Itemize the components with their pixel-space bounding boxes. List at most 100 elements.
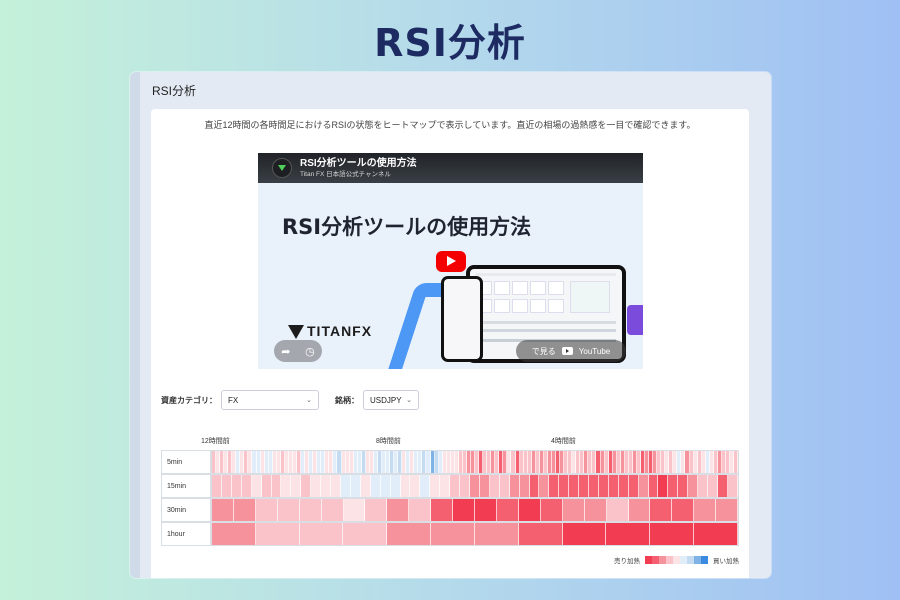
heatmap-cell[interactable]	[325, 451, 330, 473]
heatmap-cell[interactable]	[317, 451, 322, 473]
heatmap-cell[interactable]	[236, 451, 241, 473]
heatmap-cell[interactable]	[231, 475, 242, 497]
heatmap-cell[interactable]	[268, 451, 273, 473]
heatmap-cell[interactable]	[350, 475, 361, 497]
heatmap-cell[interactable]	[398, 451, 403, 473]
heatmap-cell[interactable]	[252, 451, 257, 473]
heatmap-cell[interactable]	[509, 475, 520, 497]
heatmap-cell[interactable]	[518, 523, 563, 545]
heatmap-cell[interactable]	[576, 451, 581, 473]
heatmap-cell[interactable]	[584, 499, 607, 521]
heatmap-cell[interactable]	[264, 451, 269, 473]
heatmap-cell[interactable]	[228, 451, 233, 473]
heatmap-cell[interactable]	[409, 499, 432, 521]
heatmap-cell[interactable]	[349, 451, 354, 473]
heatmap-cell[interactable]	[343, 523, 388, 545]
heatmap-cell[interactable]	[220, 451, 225, 473]
heatmap-cell[interactable]	[365, 499, 388, 521]
heatmap-cell[interactable]	[299, 523, 344, 545]
heatmap-cell[interactable]	[251, 475, 262, 497]
heatmap-cell[interactable]	[271, 475, 282, 497]
heatmap-cell[interactable]	[519, 475, 530, 497]
heatmap-cell[interactable]	[402, 451, 407, 473]
heatmap-cell[interactable]	[645, 451, 650, 473]
heatmap-cell[interactable]	[244, 451, 249, 473]
heatmap-cell[interactable]	[321, 499, 344, 521]
heatmap-cell[interactable]	[628, 451, 633, 473]
heatmap-cell[interactable]	[341, 451, 346, 473]
heatmap-cell[interactable]	[462, 451, 467, 473]
heatmap-cell[interactable]	[420, 475, 431, 497]
heatmap-cell[interactable]	[618, 475, 629, 497]
heatmap-cell[interactable]	[255, 499, 278, 521]
heatmap-cell[interactable]	[390, 475, 401, 497]
heatmap-cell[interactable]	[390, 451, 395, 473]
heatmap-cell[interactable]	[672, 499, 695, 521]
heatmap-cell[interactable]	[628, 475, 639, 497]
heatmap-cell[interactable]	[280, 451, 285, 473]
heatmap-cell[interactable]	[549, 475, 560, 497]
heatmap-cell[interactable]	[515, 451, 520, 473]
heatmap-cell[interactable]	[698, 475, 709, 497]
heatmap-cell[interactable]	[487, 451, 492, 473]
heatmap-cell[interactable]	[527, 451, 532, 473]
heatmap-cell[interactable]	[608, 475, 619, 497]
heatmap-cell[interactable]	[725, 451, 730, 473]
heatmap-cell[interactable]	[299, 499, 322, 521]
heatmap-cell[interactable]	[380, 475, 391, 497]
heatmap-cell[interactable]	[579, 475, 590, 497]
heatmap-cell[interactable]	[649, 451, 654, 473]
heatmap-cell[interactable]	[345, 451, 350, 473]
symbol-select[interactable]: USDJPY⌄	[363, 390, 419, 410]
heatmap-cell[interactable]	[256, 451, 261, 473]
heatmap-cell[interactable]	[450, 451, 455, 473]
heatmap-cell[interactable]	[685, 451, 690, 473]
heatmap-cell[interactable]	[400, 475, 411, 497]
share-icon[interactable]: ➦	[281, 345, 291, 358]
heatmap-cell[interactable]	[321, 451, 326, 473]
heatmap-cell[interactable]	[650, 523, 695, 545]
heatmap-cell[interactable]	[539, 475, 550, 497]
heatmap-cell[interactable]	[431, 499, 454, 521]
heatmap-cell[interactable]	[466, 451, 471, 473]
heatmap-cell[interactable]	[260, 451, 265, 473]
heatmap-cell[interactable]	[547, 451, 552, 473]
heatmap-cell[interactable]	[377, 451, 382, 473]
heatmap-cell[interactable]	[321, 475, 332, 497]
heatmap-cell[interactable]	[572, 451, 577, 473]
heatmap-cell[interactable]	[365, 451, 370, 473]
video-title[interactable]: RSI分析ツールの使用方法	[300, 157, 417, 169]
heatmap-cell[interactable]	[410, 475, 421, 497]
heatmap-cell[interactable]	[606, 499, 629, 521]
heatmap-cell[interactable]	[442, 451, 447, 473]
heatmap-cell[interactable]	[333, 451, 338, 473]
heatmap-cell[interactable]	[483, 451, 488, 473]
play-button-icon[interactable]	[436, 251, 466, 272]
heatmap-cell[interactable]	[426, 451, 431, 473]
heatmap-cell[interactable]	[569, 475, 580, 497]
heatmap-cell[interactable]	[479, 475, 490, 497]
heatmap-cell[interactable]	[471, 451, 476, 473]
heatmap-cell[interactable]	[648, 475, 659, 497]
heatmap-cell[interactable]	[387, 523, 432, 545]
heatmap-cell[interactable]	[309, 451, 314, 473]
heatmap-cell[interactable]	[562, 523, 607, 545]
heatmap-cell[interactable]	[616, 451, 621, 473]
heatmap-cell[interactable]	[305, 451, 310, 473]
heatmap-cell[interactable]	[212, 475, 222, 497]
heatmap-cell[interactable]	[460, 475, 470, 497]
heatmap-cell[interactable]	[604, 451, 609, 473]
heatmap-cell[interactable]	[632, 451, 637, 473]
heatmap-cell[interactable]	[301, 451, 306, 473]
heatmap-cell[interactable]	[511, 451, 516, 473]
heatmap-cell[interactable]	[697, 451, 702, 473]
heatmap-cell[interactable]	[255, 523, 300, 545]
heatmap-cell[interactable]	[212, 523, 256, 545]
heatmap-cell[interactable]	[489, 475, 500, 497]
heatmap-cell[interactable]	[277, 499, 300, 521]
heatmap-cell[interactable]	[535, 451, 540, 473]
heatmap-cell[interactable]	[394, 451, 399, 473]
video-player[interactable]: RSI分析ツールの使用方法 Titan FX 日本語公式チャンネル RSI分析ツ…	[258, 153, 643, 369]
heatmap-cell[interactable]	[430, 451, 435, 473]
heatmap-cell[interactable]	[518, 499, 541, 521]
